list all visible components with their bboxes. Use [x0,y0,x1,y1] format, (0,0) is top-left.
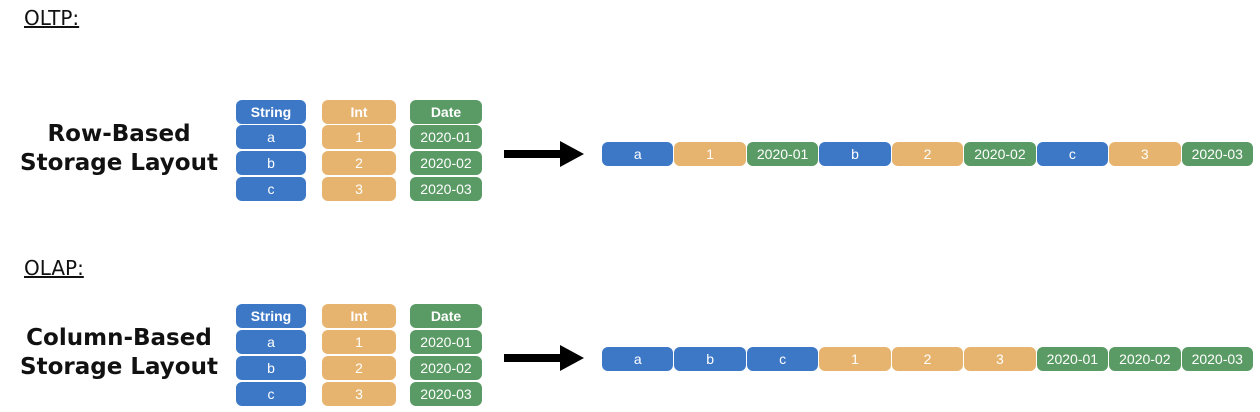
table-cell: c [236,382,306,406]
right-arrow-icon [504,345,584,371]
table-cell: 3 [322,177,396,201]
table-cell: b [236,151,306,175]
table-cell: b [236,356,306,380]
storage-cell: 3 [964,347,1036,371]
storage-cell: b [819,142,891,166]
storage-cell: c [746,347,819,371]
table-cell: a [236,125,306,149]
header-int: Int [322,100,396,124]
storage-cell: a [602,142,674,166]
right-arrow-icon [504,141,584,167]
storage-cell: 2020-02 [1109,347,1181,371]
oltp-label: OLTP: [24,6,80,30]
table-cell: 2020-01 [410,125,482,149]
table-cell: 3 [322,382,396,406]
storage-cell: 2020-03 [1181,142,1253,166]
table-cell: c [236,177,306,201]
table-cell: 2020-02 [410,151,482,175]
storage-cell: 1 [819,347,891,371]
header-date: Date [410,304,482,328]
header-string: String [236,100,306,124]
table-cell: 2020-01 [410,330,482,354]
storage-cell: 2020-03 [1181,347,1253,371]
storage-cell: a [602,347,674,371]
storage-cell: 2 [891,347,964,371]
row-based-title: Row-Based Storage Layout [20,121,218,176]
header-int: Int [322,304,396,328]
table-cell: 2020-03 [410,177,482,201]
column-based-title: Column-Based Storage Layout [20,325,218,380]
table-cell: 2 [322,356,396,380]
header-string: String [236,304,306,328]
storage-cell: 1 [674,142,746,166]
header-date: Date [410,100,482,124]
table-cell: a [236,330,306,354]
storage-cell: 2020-01 [746,142,819,166]
storage-cell: 2 [891,142,964,166]
table-cell: 1 [322,330,396,354]
olap-label: OLAP: [24,256,84,280]
table-cell: 2020-03 [410,382,482,406]
storage-cell: c [1036,142,1109,166]
storage-cell: 3 [1109,142,1181,166]
table-cell: 2 [322,151,396,175]
storage-cell: 2020-01 [1036,347,1109,371]
table-cell: 2020-02 [410,356,482,380]
storage-cell: b [674,347,746,371]
storage-cell: 2020-02 [964,142,1036,166]
table-cell: 1 [322,125,396,149]
